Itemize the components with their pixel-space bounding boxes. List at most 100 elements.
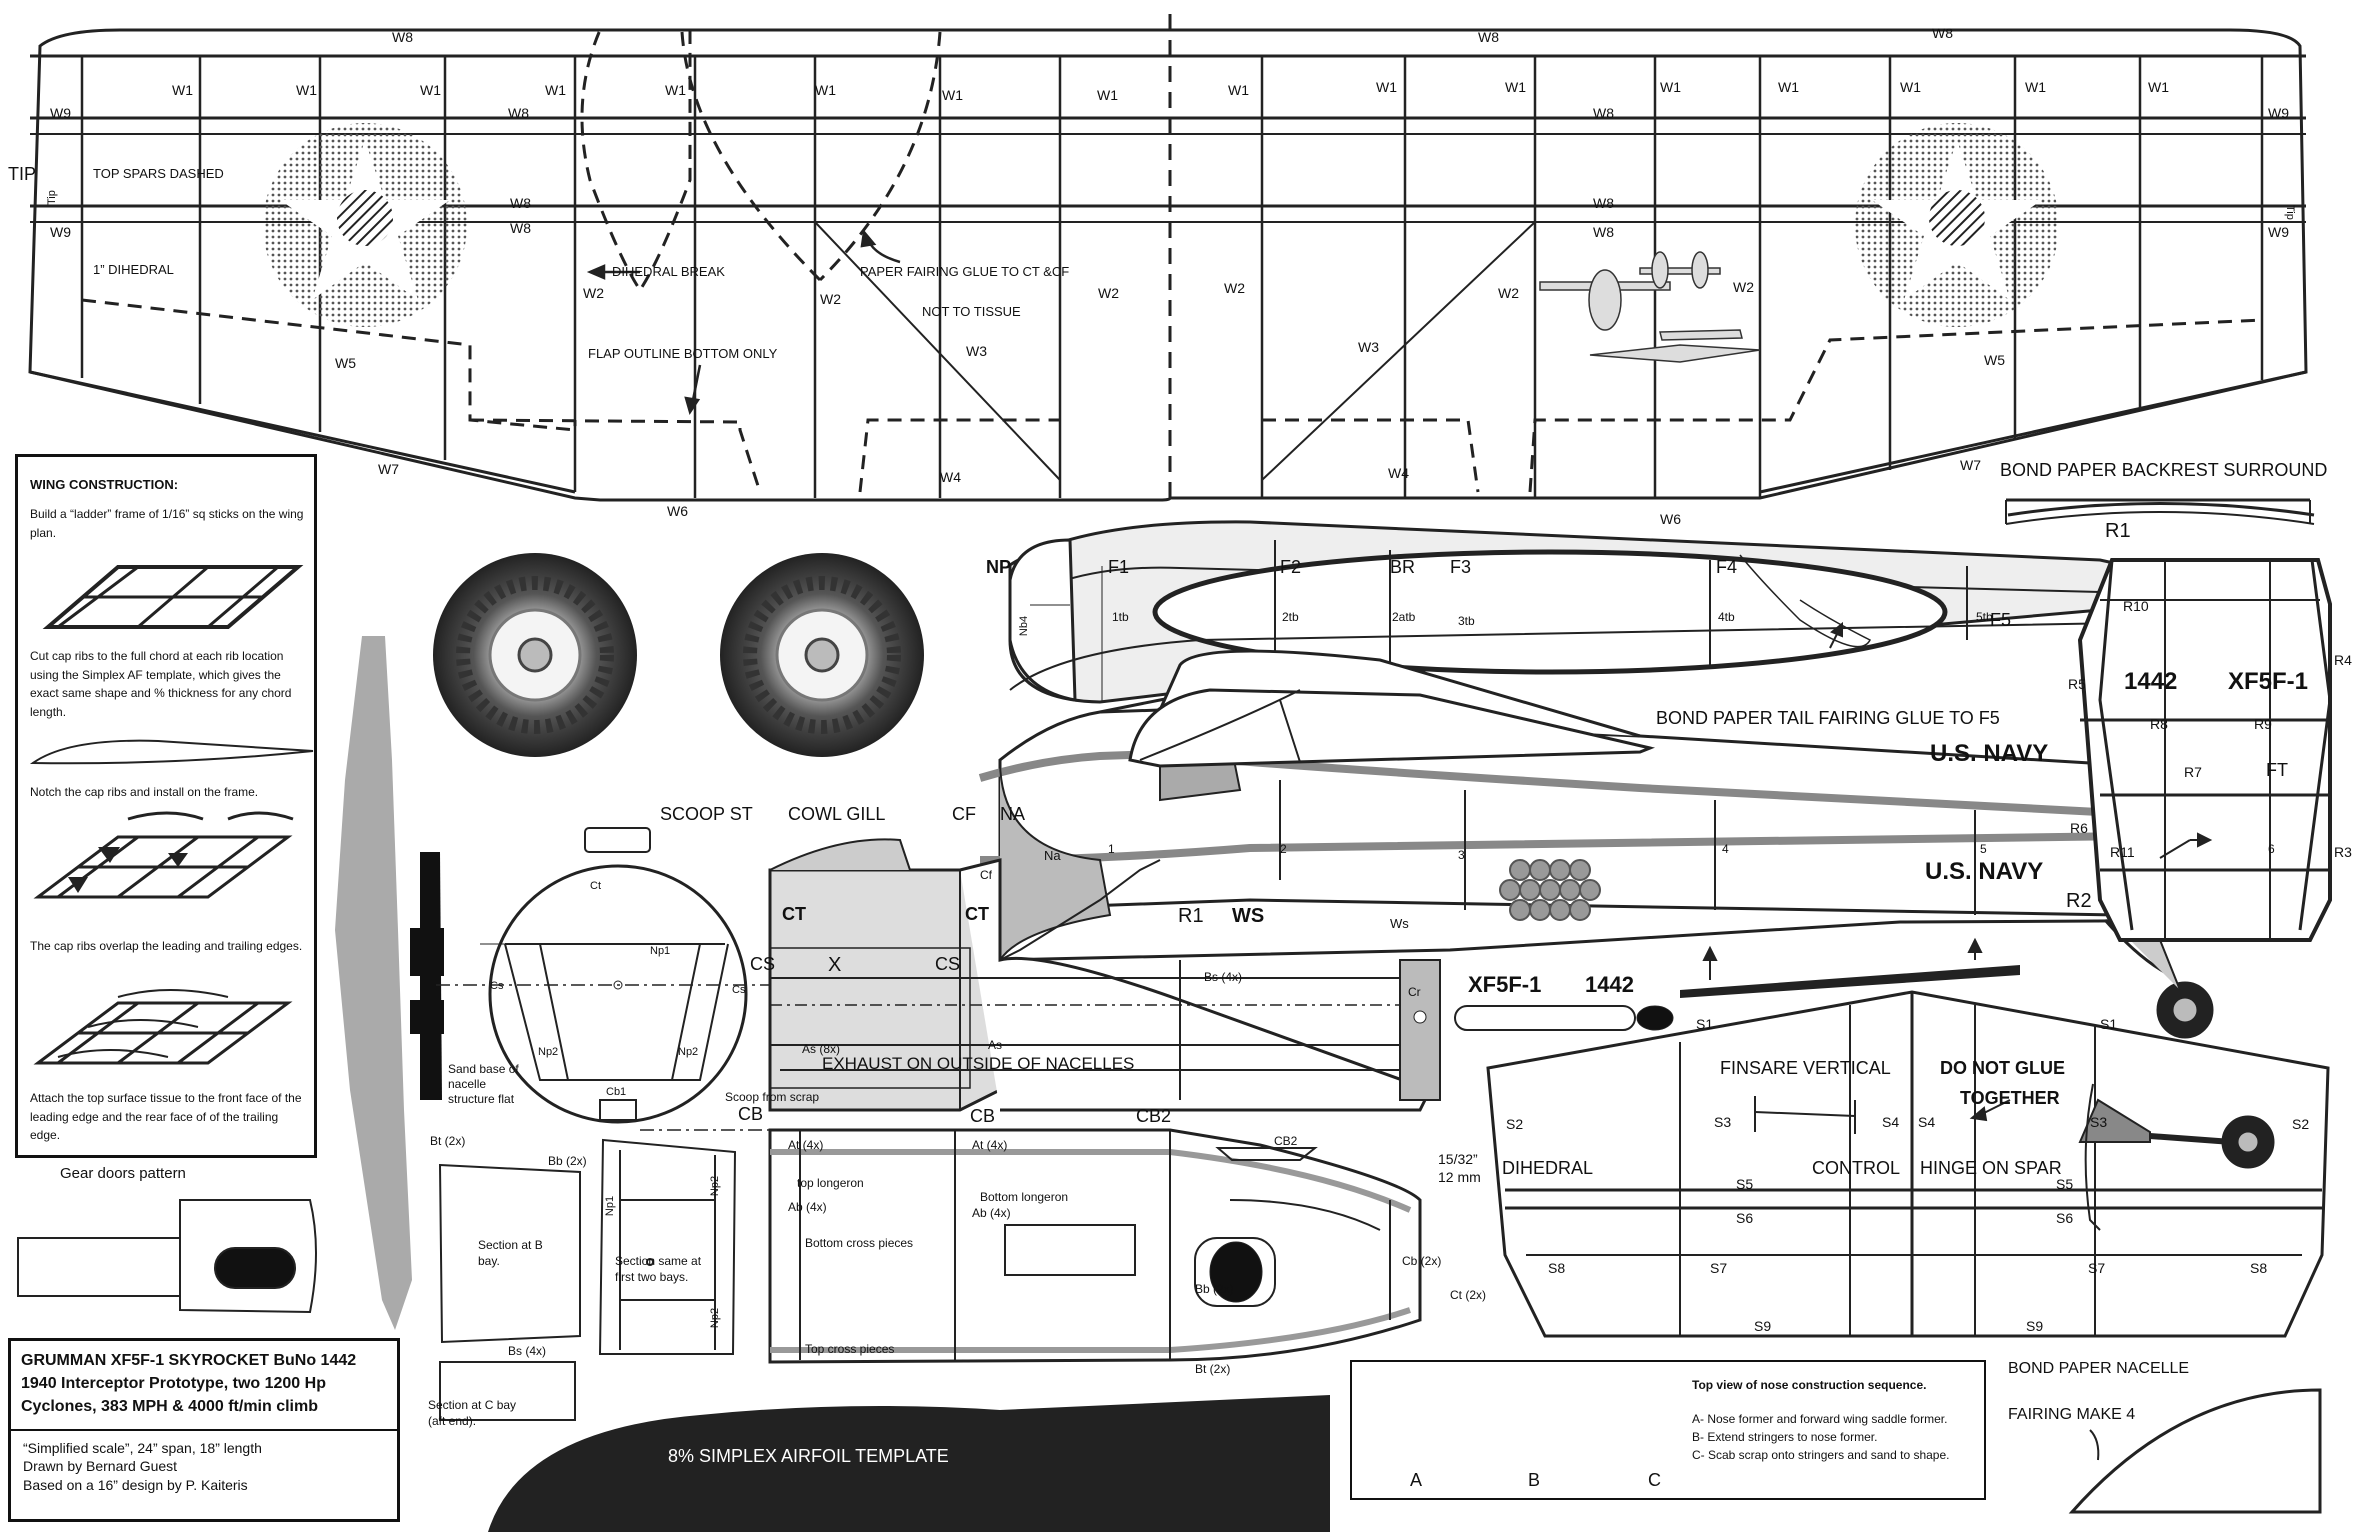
credit-line-3: Based on a 16” design by P. Kaiteris: [23, 1477, 248, 1494]
nose-step-c: C- Scab scrap onto stringers and sand to…: [1692, 1448, 1950, 1462]
bottom-cross-label: Bottom cross pieces: [805, 1236, 914, 1250]
fin-r10: R10: [2123, 598, 2149, 614]
station-2: 2: [1280, 842, 1287, 856]
cs-label: CS: [935, 954, 961, 974]
title-block: GRUMMAN XF5F-1 SKYROCKET BuNo 1442 1940 …: [8, 1338, 400, 1522]
former-f3: F3: [1450, 557, 1472, 577]
star-roundel-right: [1855, 123, 2059, 327]
svg-text:W8: W8: [1932, 25, 1953, 41]
stab-s3-right: S3: [2090, 1114, 2108, 1130]
fuselage-side: [768, 520, 2314, 1112]
svg-text:W8: W8: [1593, 195, 1614, 211]
flap-outline-note: FLAP OUTLINE BOTTOM ONLY: [588, 346, 778, 361]
cb2-label: CB2: [1136, 1106, 1172, 1126]
fin-r6: R6: [2070, 820, 2088, 836]
station-3: 3: [1458, 848, 1465, 862]
former-br: BR: [1390, 557, 1416, 577]
dihedral-break-note: DIHEDRAL BREAK: [612, 264, 725, 279]
nose-construction-box: A B C Top view of nose construction sequ…: [1350, 1360, 1986, 1500]
scoop-scrap-note: Scoop from scrap: [725, 1090, 820, 1104]
former-cs-right: Cs: [732, 984, 746, 996]
tail-fairing-note: BOND PAPER TAIL FAIRING GLUE TO F5: [1656, 708, 2000, 728]
station-1: 1: [1108, 842, 1115, 856]
engine-photo-right: [720, 553, 924, 757]
svg-text:W8: W8: [1593, 105, 1614, 121]
fin-buno: 1442: [2124, 668, 2178, 695]
svg-text:W2: W2: [1733, 279, 1754, 295]
top-longeron-label: top longeron: [797, 1176, 864, 1190]
as-label: As: [988, 1038, 1003, 1052]
construction-step-2: Cut cap ribs to the full chord at each r…: [30, 649, 292, 719]
former-cb1: Cb1: [606, 1086, 627, 1098]
us-navy-top: U.S. NAVY: [1930, 740, 2049, 767]
svg-text:W9: W9: [2268, 224, 2289, 240]
svg-text:W1: W1: [1900, 79, 1921, 95]
cb2-small-label: CB2: [1274, 1134, 1298, 1148]
bt-2x-label: Bt (2x): [430, 1134, 466, 1148]
svg-text:W8: W8: [508, 105, 529, 121]
nose-letter-b: B: [1528, 1470, 1541, 1490]
stab-s8-right: S8: [2250, 1260, 2268, 1276]
r1-fuse-label: R1: [1178, 905, 1204, 927]
na-nacelle-label: NA: [1000, 804, 1026, 824]
svg-text:W6: W6: [1660, 511, 1681, 527]
ab-label-2: Ab (4x): [972, 1206, 1011, 1220]
top-spars-note: TOP SPARS DASHED: [93, 166, 224, 181]
svg-text:W1: W1: [1778, 79, 1799, 95]
svg-text:W3: W3: [1358, 339, 1379, 355]
fin-section-view: [2005, 498, 2332, 942]
stabilizer-plan: [1486, 990, 2330, 1338]
na-label: Na: [1044, 848, 1061, 863]
dimension-note: 15/32” 12 mm: [1438, 1151, 1481, 1186]
former-tb-5: 5tb: [1976, 610, 1993, 624]
ab-label: Ab (4x): [788, 1200, 827, 1214]
credit-line-2: Drawn by Bernard Guest: [23, 1458, 178, 1475]
svg-text:W1: W1: [545, 82, 566, 98]
former-tb-2a: 2atb: [1392, 610, 1416, 624]
svg-text:W1: W1: [172, 82, 193, 98]
bottom-longeron-label: Bottom longeron: [980, 1190, 1069, 1204]
svg-text:W8: W8: [1593, 224, 1614, 240]
stab-s8-left: S8: [1548, 1260, 1566, 1276]
cf-small-label: Cf: [980, 868, 992, 882]
stab-s6-right: S6: [2056, 1210, 2074, 1226]
gear-doors-pattern: [17, 1199, 317, 1314]
ct-label: CT: [782, 904, 806, 924]
section-b-note: Section at B bay.: [478, 1238, 543, 1268]
cs-label-left: CS: [750, 954, 776, 974]
tip-label: TIP: [8, 164, 36, 184]
section-same-note: Section same at first two bays.: [615, 1254, 702, 1284]
station-6: 6: [2268, 842, 2275, 856]
ws-label: WS: [1232, 905, 1265, 927]
nose-letter-a: A: [1410, 1470, 1423, 1490]
bb-2x-label: Bb (2x): [548, 1154, 587, 1168]
stab-s4-right: S4: [1918, 1114, 1936, 1130]
np2-section-label-2: Np2: [709, 1307, 722, 1329]
construction-step-4: The cap ribs overlap the leading and tra…: [30, 939, 303, 953]
svg-text:W8: W8: [392, 29, 413, 45]
cf-label: CF: [952, 804, 976, 824]
scoop-st-label: SCOOP ST: [660, 804, 753, 824]
cb-small-label: Cb (2x): [1402, 1254, 1442, 1268]
former-tb-3: 3tb: [1458, 614, 1475, 628]
nb4-label: Nb4: [1018, 615, 1031, 637]
svg-text:W4: W4: [940, 469, 961, 485]
svg-text:W1: W1: [1505, 79, 1526, 95]
paper-fairing-note: PAPER FAIRING GLUE TO CT &CF: [860, 264, 1069, 279]
nacelle-fairing-make: FAIRING MAKE 4: [2008, 1406, 2136, 1423]
tip-small-right: Tip: [2284, 205, 2296, 220]
svg-text:W1: W1: [420, 82, 441, 98]
wing-labels: TIP Tip Tip TOP SPARS DASHED 1” DIHEDRAL…: [8, 25, 2296, 527]
cap-rib-overlap-sketch: [33, 989, 293, 1065]
stab-s2-left: S2: [1506, 1116, 1524, 1132]
bs4-label: Bs (4x): [508, 1344, 547, 1358]
not-to-tissue-note: NOT TO TISSUE: [922, 304, 1021, 319]
stab-s1-left: S1: [1696, 1016, 1714, 1032]
hinge-note: HINGE ON SPAR: [1920, 1158, 2062, 1178]
svg-text:W2: W2: [1498, 285, 1519, 301]
us-navy-bottom: U.S. NAVY: [1925, 858, 2044, 885]
svg-text:W2: W2: [1098, 285, 1119, 301]
nose-step-b: B- Extend stringers to nose former.: [1692, 1430, 1878, 1444]
svg-text:W8: W8: [1478, 29, 1499, 45]
